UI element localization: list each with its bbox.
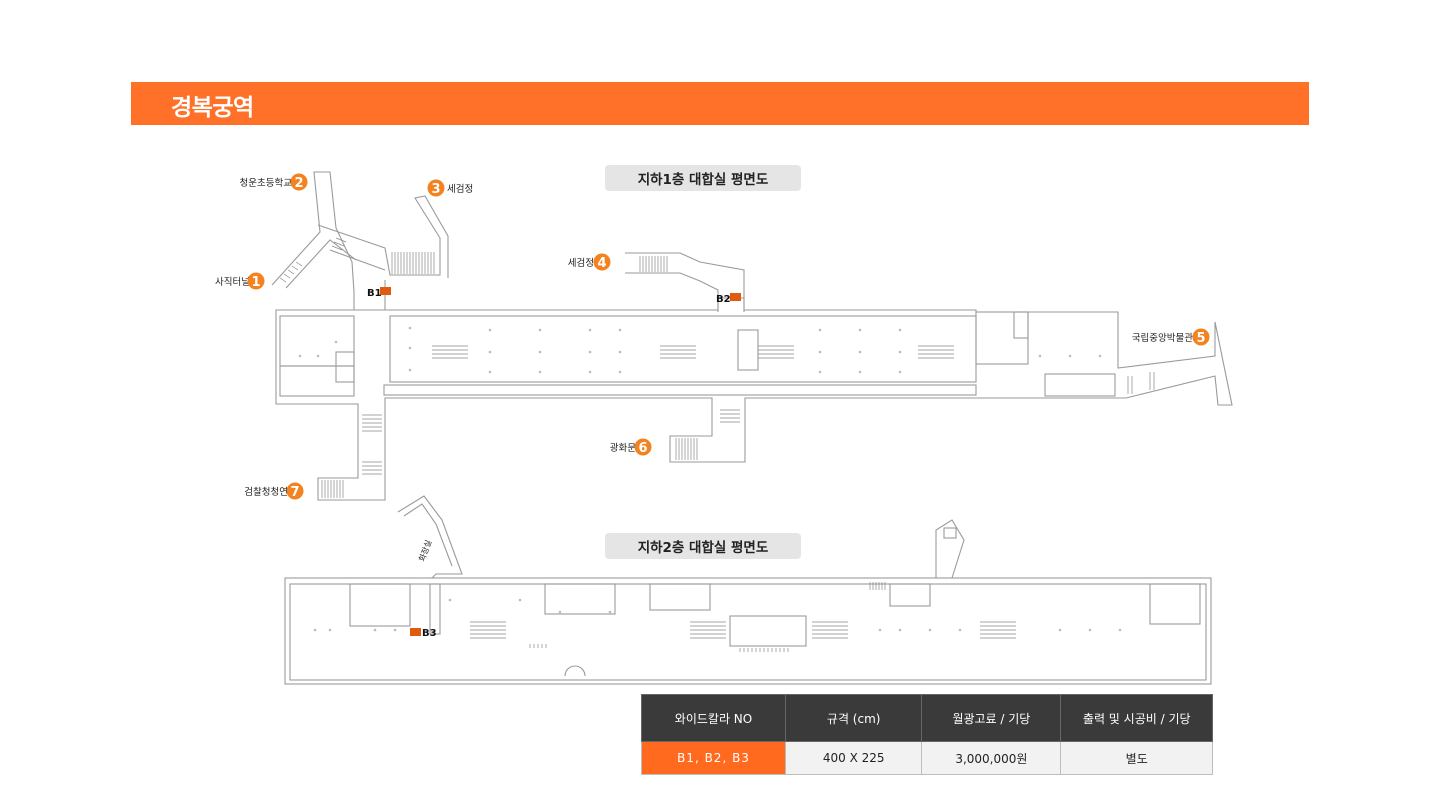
exit-3-number: 3: [431, 182, 440, 197]
station-header-bar: 경복궁역: [131, 82, 1309, 125]
exit-2: 청운초등학교 2: [240, 173, 308, 191]
exit-2-name: 청운초등학교: [240, 178, 293, 189]
exit-5-name: 국립중앙박물관: [1132, 332, 1193, 344]
cell-monthly-fee: 3,000,000원: [921, 741, 1062, 775]
header-monthly-fee: 월광고료 / 기당: [921, 694, 1062, 742]
cell-size: 400 X 225: [785, 741, 923, 775]
exit-1: 사직터널 1: [215, 272, 265, 290]
exit-4-number: 4: [597, 256, 606, 271]
pricing-table: 와이드칼라 NO 규격 (cm) 월광고료 / 기당 출력 및 시공비 / 기당…: [640, 694, 1213, 775]
exit-6-number: 6: [638, 441, 647, 456]
header-ad-number: 와이드칼라 NO: [640, 694, 787, 742]
exit-7-number: 7: [290, 485, 299, 500]
exit-2-number: 2: [294, 176, 303, 191]
cell-install-cost: 별도: [1060, 741, 1213, 775]
b2-marker-label: B2: [716, 294, 731, 305]
exit-5-number: 5: [1196, 331, 1205, 346]
b3-marker-box: [410, 628, 421, 636]
exit-6-name: 광화문: [610, 442, 636, 454]
exit-1-name: 사직터널: [215, 277, 250, 288]
b3-marker-label: B3: [422, 628, 437, 639]
b1-floor-label: 지하1층 대합실 평면도: [605, 165, 801, 191]
pricing-table-header-row: 와이드칼라 NO 규격 (cm) 월광고료 / 기당 출력 및 시공비 / 기당: [640, 694, 1213, 742]
station-title: 경복궁역: [171, 95, 254, 121]
header-install-cost: 출력 및 시공비 / 기당: [1060, 694, 1213, 742]
b1-marker-box: [380, 287, 391, 295]
header-size: 규격 (cm): [785, 694, 923, 742]
b2-marker-box: [730, 293, 741, 301]
exit-4: 세검정 4: [568, 253, 611, 271]
exit-3: 3 세검정: [427, 179, 473, 197]
exit-1-circle: [247, 272, 265, 290]
exit-7-circle: [286, 482, 304, 500]
exit-3-name: 세검정: [447, 183, 473, 195]
b2-floor-label: 지하2층 대합실 평면도: [605, 533, 801, 559]
exit-5: 국립중앙박물관 5: [1132, 328, 1210, 346]
exit-2-circle: [290, 173, 308, 191]
exit-6-circle: [634, 438, 652, 456]
b1-marker-label: B1: [367, 288, 382, 299]
exit-7-name: 검찰청청연: [244, 486, 288, 498]
exit-7: 검찰청청연 7: [244, 482, 304, 500]
exit-4-circle: [593, 253, 611, 271]
exit-1-number: 1: [251, 275, 260, 290]
cell-ad-number: B1, B2, B3: [640, 741, 787, 775]
table-row: B1, B2, B3 400 X 225 3,000,000원 별도: [640, 741, 1213, 775]
exit-3-circle: [427, 179, 445, 197]
exit-5-circle: [1192, 328, 1210, 346]
exit-6: 광화문 6: [610, 438, 652, 456]
exit-4-name: 세검정: [568, 257, 594, 269]
